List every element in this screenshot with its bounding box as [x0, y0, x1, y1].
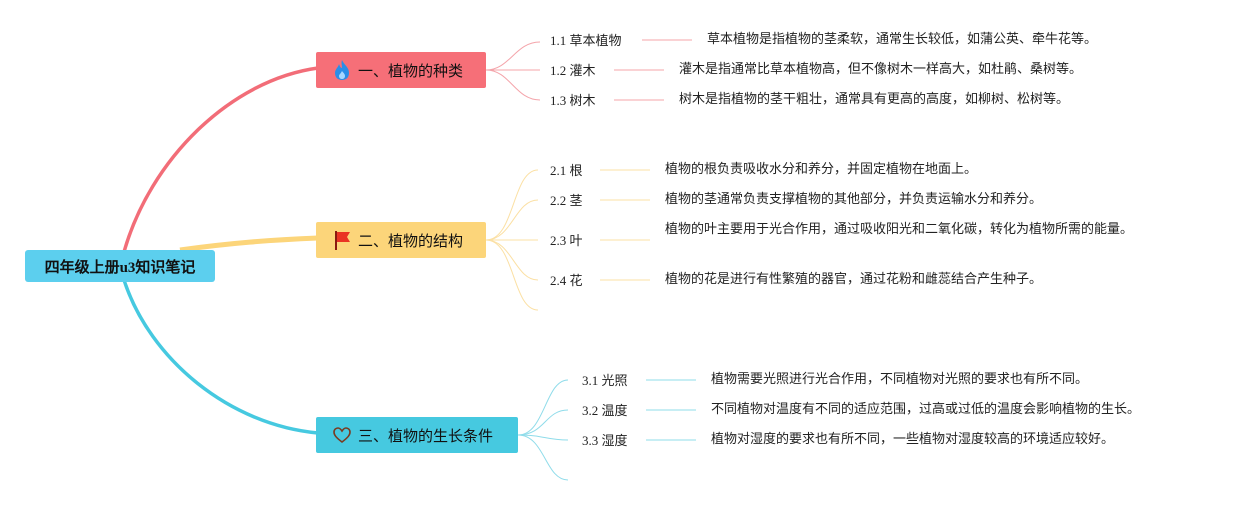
- leaf-label-1-2[interactable]: 1.2 灌木: [550, 63, 596, 78]
- leaf-label-3-1[interactable]: 3.1 光照: [582, 373, 628, 388]
- branch-node-2[interactable]: 二、植物的结构: [316, 222, 486, 258]
- leaf-desc-1-3: 树木是指植物的茎干粗壮，通常具有更高的高度，如柳树、松树等。: [679, 92, 1070, 107]
- leaf-desc-3-3: 植物对湿度的要求也有所不同，一些植物对湿度较高的环境适应较好。: [711, 432, 1115, 447]
- connector-root-branch2: [179, 235, 319, 253]
- branch-title-3: 三、植物的生长条件: [358, 426, 494, 445]
- leaf-desc-2-4: 植物的花是进行有性繁殖的器官，通过花粉和雌蕊结合产生种子。: [665, 272, 1043, 287]
- leaf-desc-1-1: 草本植物是指植物的茎柔软，通常生长较低，如蒲公英、牵牛花等。: [707, 32, 1098, 47]
- branch3-connectors: [517, 379, 696, 481]
- leaf-desc-2-3: 植物的叶主要用于光合作用，通过吸收阳光和二氧化碳，转化为植物所需的能量。: [665, 222, 1134, 237]
- leaf-label-2-4[interactable]: 2.4 花: [550, 273, 583, 288]
- leaf-label-1-1[interactable]: 1.1 草本植物: [550, 33, 622, 48]
- branch-title-2: 二、植物的结构: [358, 231, 464, 250]
- leaf-label-3-3[interactable]: 3.3 湿度: [582, 433, 628, 448]
- leaf-label-3-2[interactable]: 3.2 温度: [582, 403, 628, 418]
- root-node[interactable]: 四年级上册u3知识笔记: [25, 250, 215, 282]
- flag-icon: [332, 229, 352, 251]
- connector-root-branch3: [122, 279, 319, 435]
- leaf-label-2-1[interactable]: 2.1 根: [550, 163, 583, 178]
- heart-icon: [332, 424, 352, 446]
- fire-icon: [332, 59, 352, 81]
- leaf-desc-3-1: 植物需要光照进行光合作用，不同植物对光照的要求也有所不同。: [711, 372, 1089, 387]
- branch1-connectors: [485, 39, 692, 101]
- leaf-desc-3-2: 不同植物对温度有不同的适应范围，过高或过低的温度会影响植物的生长。: [711, 402, 1141, 417]
- root-title: 四年级上册u3知识笔记: [44, 259, 196, 276]
- leaf-label-2-3[interactable]: 2.3 叶: [550, 233, 583, 248]
- connector-root-branch1: [122, 66, 319, 253]
- leaf-desc-1-2: 灌木是指通常比草本植物高，但不像树木一样高大，如杜鹃、桑树等。: [679, 62, 1083, 77]
- leaf-label-1-3[interactable]: 1.3 树木: [550, 93, 596, 108]
- leaf-desc-2-2: 植物的茎通常负责支撑植物的其他部分，并负责运输水分和养分。: [665, 192, 1043, 207]
- leaf-label-2-2[interactable]: 2.2 茎: [550, 193, 583, 208]
- branch-title-1: 一、植物的种类: [358, 61, 464, 80]
- branch-node-1[interactable]: 一、植物的种类: [316, 52, 486, 88]
- branch2-connectors: [485, 169, 650, 311]
- leaf-desc-2-1: 植物的根负责吸收水分和养分，并固定植物在地面上。: [665, 162, 978, 177]
- branch-node-3[interactable]: 三、植物的生长条件: [316, 417, 518, 453]
